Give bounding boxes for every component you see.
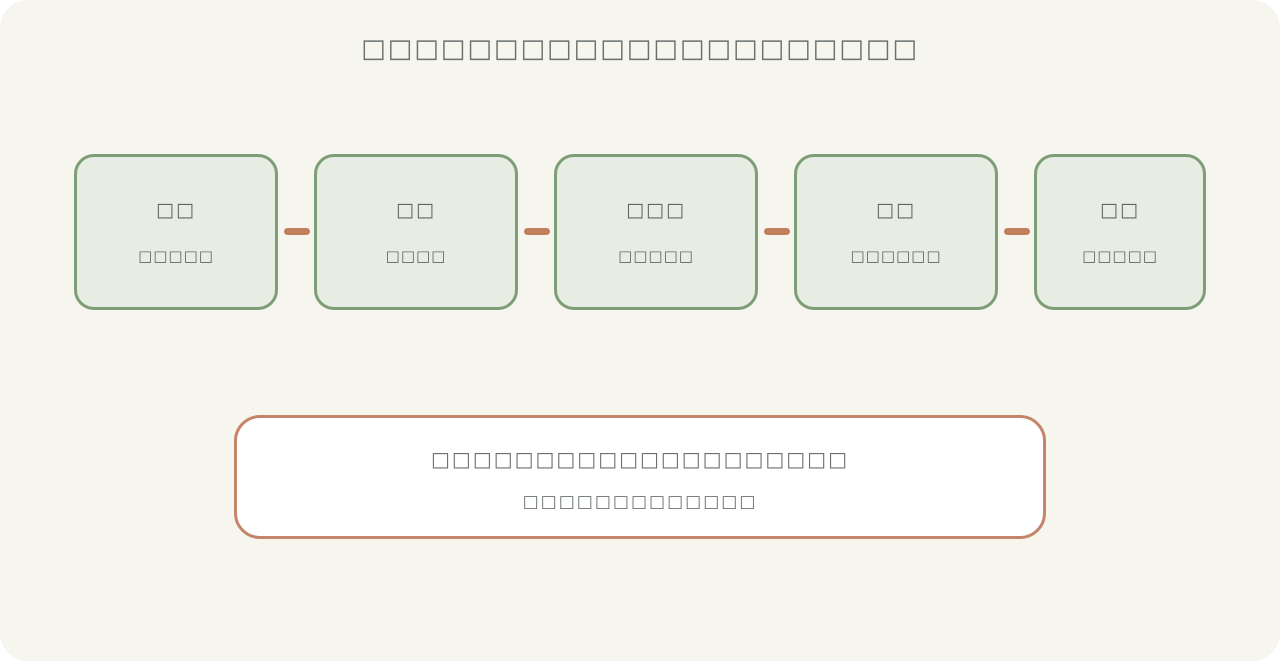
stage-box-3: □□□ □□□□□ [554, 154, 758, 310]
stage-name: □□□ [626, 199, 686, 221]
stage-box-4: □□ □□□□□□ [794, 154, 998, 310]
stage-description: □□□□□ [1082, 247, 1158, 265]
stage-box-5: □□ □□□□□ [1034, 154, 1206, 310]
stage-name: □□ [156, 199, 196, 221]
stage-box-2: □□ □□□□ [314, 154, 518, 310]
stage-description: □□□□ [385, 247, 447, 265]
stage-name: □□ [876, 199, 916, 221]
stage-description: □□□□□□ [850, 247, 942, 265]
stage-name: □□ [1100, 199, 1140, 221]
stage-name: □□ [396, 199, 436, 221]
summary-note-box: □□□□□□□□□□□□□□□□□□□□ □□□□□□□□□□□□□ [234, 415, 1046, 539]
stage-description: □□□□□ [618, 247, 694, 265]
summary-note-line-1: □□□□□□□□□□□□□□□□□□□□ [431, 447, 849, 471]
summary-note-line-2: □□□□□□□□□□□□□ [522, 492, 758, 512]
connector-3-4 [764, 228, 790, 235]
stage-description: □□□□□ [138, 247, 214, 265]
diagram-title: □□□□□□□□□□□□□□□□□□□□□ [361, 34, 919, 64]
connector-2-3 [524, 228, 550, 235]
connector-1-2 [284, 228, 310, 235]
connector-4-5 [1004, 228, 1030, 235]
stage-box-1: □□ □□□□□ [74, 154, 278, 310]
